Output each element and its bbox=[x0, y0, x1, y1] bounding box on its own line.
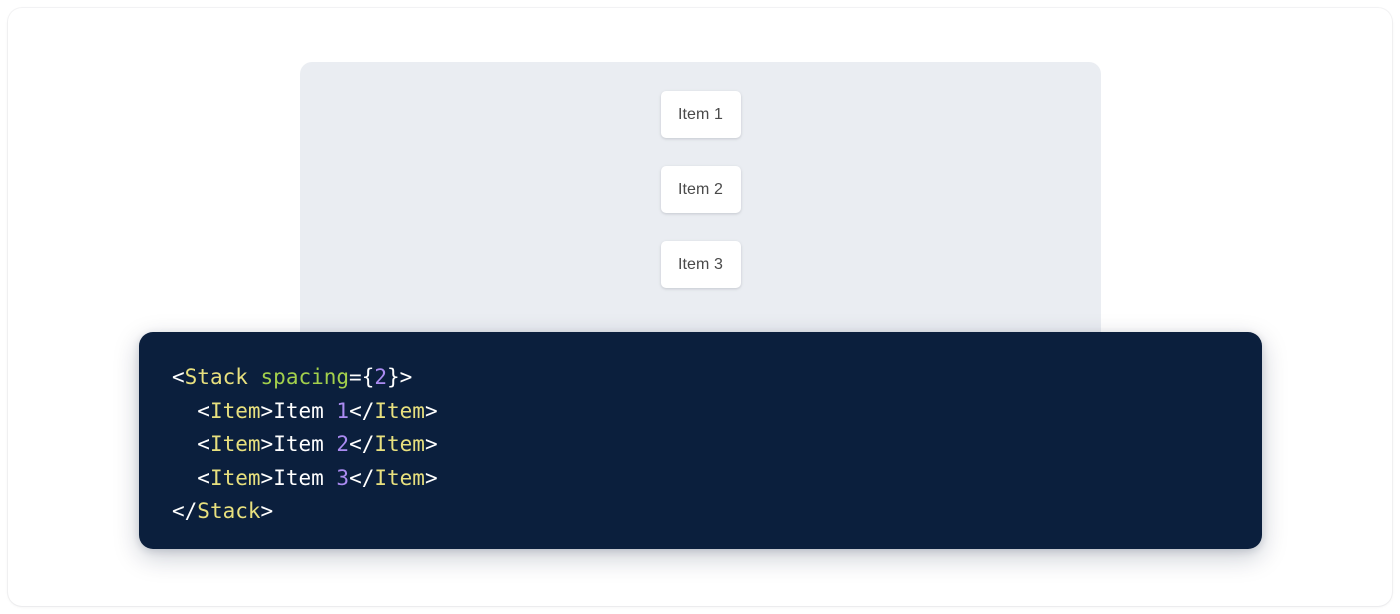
stack-item-label: Item 1 bbox=[677, 105, 724, 123]
code-token-text: Item bbox=[273, 398, 337, 423]
code-token-punct: < bbox=[197, 465, 210, 490]
code-token-punct: > bbox=[260, 499, 274, 524]
code-token-tag: Item bbox=[209, 432, 261, 457]
code-snippet-block[interactable]: <Stack spacing={2}> <Item>Item 1</Item> … bbox=[139, 332, 1262, 549]
code-token-punct: </ bbox=[349, 432, 375, 457]
stack-item-label: Item 2 bbox=[677, 180, 724, 198]
code-token-num: 2 bbox=[374, 365, 387, 389]
code-token-punct: < bbox=[197, 432, 210, 457]
code-token-punct: > bbox=[260, 398, 274, 423]
stack-item[interactable]: Item 1 bbox=[660, 91, 741, 138]
code-token-tag: Item bbox=[374, 465, 425, 490]
code-token-tag: Stack bbox=[184, 365, 248, 389]
code-token-punct: ={ bbox=[349, 365, 375, 389]
code-token-tag: Item bbox=[374, 432, 425, 457]
code-token-punct: </ bbox=[349, 465, 375, 490]
code-token-punct: < bbox=[172, 365, 185, 389]
stack-item[interactable]: Item 3 bbox=[660, 241, 741, 288]
code-token-punct: > bbox=[260, 432, 274, 457]
code-token-num: 1 bbox=[336, 398, 350, 423]
code-token-num: 2 bbox=[336, 432, 350, 457]
code-token-punct: </ bbox=[172, 499, 198, 524]
code-token-punct: </ bbox=[349, 398, 375, 423]
app-frame: Item 1 Item 2 Item 3 <Stack spacing={2}>… bbox=[8, 8, 1392, 606]
code-token-attr: spacing bbox=[260, 365, 350, 389]
code-token-text: Item bbox=[273, 465, 337, 490]
component-preview-panel: Item 1 Item 2 Item 3 bbox=[300, 62, 1101, 352]
stack-item[interactable]: Item 2 bbox=[660, 166, 741, 213]
code-token-punct: > bbox=[424, 398, 438, 423]
code-snippet-text: <Stack spacing={2}> <Item>Item 1</Item> … bbox=[139, 332, 1262, 529]
code-token-punct: < bbox=[197, 398, 210, 423]
code-token-punct: > bbox=[424, 432, 438, 457]
code-token-punct: > bbox=[260, 465, 274, 490]
code-token-punct: }> bbox=[387, 365, 413, 389]
code-token-tag: Item bbox=[209, 465, 261, 490]
code-token-tag: Item bbox=[209, 398, 261, 423]
code-token-punct: > bbox=[424, 465, 438, 490]
stack-item-label: Item 3 bbox=[677, 255, 724, 273]
code-token-tag: Stack bbox=[197, 499, 261, 524]
code-token-num: 3 bbox=[336, 465, 350, 490]
code-token-text: Item bbox=[273, 432, 337, 457]
code-token-tag: Item bbox=[374, 398, 425, 423]
code-token-text bbox=[248, 365, 261, 389]
stack-container: Item 1 Item 2 Item 3 bbox=[300, 62, 1101, 352]
